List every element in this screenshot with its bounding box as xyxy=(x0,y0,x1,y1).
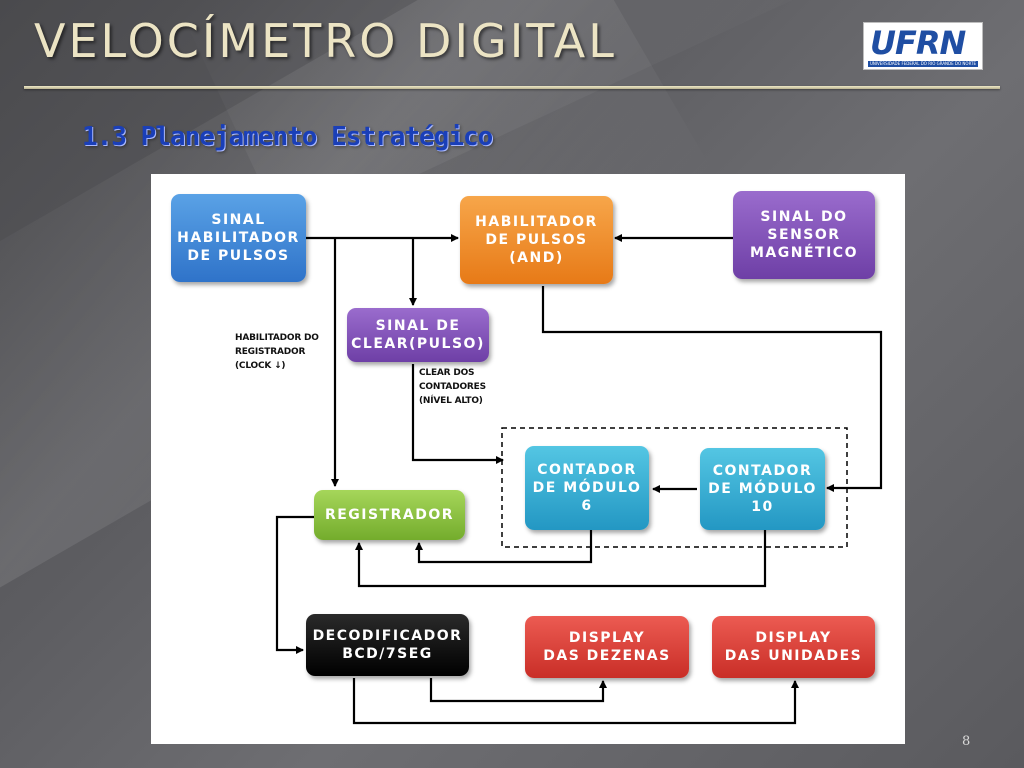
block-contador-10: CONTADOR DE MÓDULO 10 xyxy=(700,448,825,530)
arrow-decodificador-to-dezenas xyxy=(429,678,607,703)
block-registrador: REGISTRADOR xyxy=(314,490,465,540)
logo-subtext: UNIVERSIDADE FEDERAL DO RIO GRANDE DO NO… xyxy=(868,61,978,67)
block-sinal-habilitador: SINAL HABILITADOR DE PULSOS xyxy=(171,194,306,282)
diagram-connections xyxy=(275,234,883,725)
arrow-and-to-contador10 xyxy=(541,286,883,492)
block-habilitador-and: HABILITADOR DE PULSOS (AND) xyxy=(460,196,613,284)
block-decodificador: DECODIFICADOR BCD/7SEG xyxy=(306,614,469,676)
title-divider xyxy=(24,86,1000,89)
block-display-unidades: DISPLAY DAS UNIDADES xyxy=(712,616,875,678)
ufrn-logo: UFRN UNIVERSIDADE FEDERAL DO RIO GRANDE … xyxy=(863,22,983,70)
arrow-contador6-to-registrador xyxy=(415,530,593,564)
note-clear-contadores: CLEAR DOS CONTADORES (NÍVEL ALTO) xyxy=(419,368,486,406)
page-number: 8 xyxy=(962,734,971,749)
block-sinal-sensor: SINAL DO SENSOR MAGNÉTICO xyxy=(733,191,875,279)
counter-group-frame xyxy=(501,427,848,548)
arrow-contador10-to-registrador xyxy=(355,530,767,588)
block-contador-6: CONTADOR DE MÓDULO 6 xyxy=(525,446,649,530)
block-diagram: SINAL HABILITADOR DE PULSOS HABILITADOR … xyxy=(151,174,905,744)
block-sinal-clear: SINAL DE CLEAR(PULSO) xyxy=(347,308,489,362)
slide-title: VELOCÍMETRO DIGITAL xyxy=(34,14,617,68)
arrow-decodificador-to-unidades xyxy=(352,678,799,725)
arrow-registrador-to-decodificador xyxy=(275,515,314,654)
logo-text: UFRN xyxy=(870,24,966,62)
slide-subtitle: 1.3 Planejamento Estratégico xyxy=(82,122,493,152)
note-habilitador-registrador: HABILITADOR DO REGISTRADOR (CLOCK ↓) xyxy=(235,333,319,371)
block-display-dezenas: DISPLAY DAS DEZENAS xyxy=(525,616,689,678)
arrow-clear-to-contadores xyxy=(411,364,504,464)
